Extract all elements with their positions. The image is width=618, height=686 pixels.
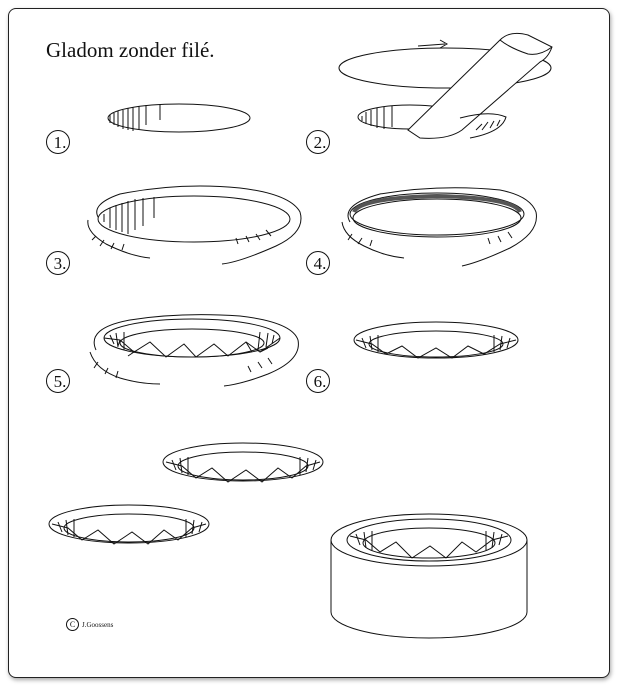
step-1-label: 1. — [46, 130, 70, 154]
ring-with-cylinder — [331, 514, 527, 638]
step-4-label: 4. — [306, 251, 330, 275]
step-5-label: 5. — [46, 369, 70, 393]
step-1-cut-lines — [110, 104, 160, 131]
step-6-drawing — [354, 322, 518, 358]
step-2-drawing — [339, 33, 552, 138]
step-1-drawing — [108, 104, 250, 132]
step-3-label: 3. — [46, 251, 70, 275]
copyright-icon: C — [66, 618, 79, 631]
inserted-band — [354, 196, 520, 212]
page-title: Gladom zonder filé. — [46, 38, 215, 62]
step-5-drawing — [90, 315, 298, 386]
step-2-label: 2. — [306, 130, 330, 154]
copyright-notice: C J.Goossens — [66, 618, 113, 631]
copyright-author: J.Goossens — [82, 620, 114, 629]
ring-lower-left — [49, 505, 209, 544]
step-4-drawing — [342, 188, 536, 266]
ring-upper-middle — [163, 443, 323, 482]
step-3-drawing — [88, 186, 301, 264]
step-6-label: 6. — [306, 369, 330, 393]
